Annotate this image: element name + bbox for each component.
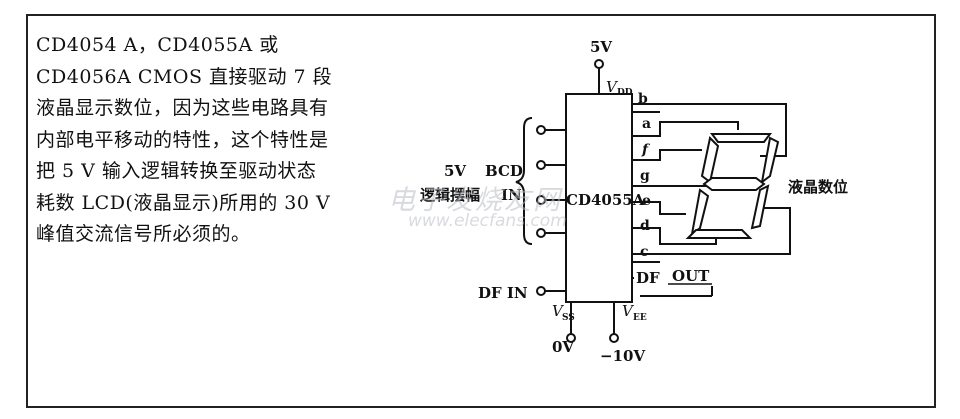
pin-label-a: a [642,116,651,132]
bcd-input-4 [536,228,546,238]
segment-f [700,135,720,184]
paragraph-line: 液晶显示数位，因为这些电路具有 [36,97,329,119]
bcd-5v-label: 5V [444,162,466,180]
wire-c [632,207,791,255]
pin-label-e: e [642,193,651,209]
paragraph-line: CD4054 A，CD4055A 或 [36,34,279,56]
wire-f [632,149,702,161]
segment-b [760,136,780,185]
df-in-label: DF IN [478,284,528,302]
vdd-label: V [606,78,619,96]
segment-d [685,229,753,239]
segment-g [702,177,766,191]
pin-label-b: b [638,91,648,107]
supply-5v-label: 5V [590,38,612,56]
segment-a [710,133,772,143]
bcd-input-2 [536,160,546,170]
logic-swing-label: 逻辑摆幅 [420,186,480,204]
vee-label: V [622,302,635,320]
pin-label-f: f [641,142,651,158]
seven-segment-display [685,133,780,239]
vee-terminal [609,333,619,343]
out-label: OUT [672,267,710,285]
figure-frame [26,14,936,408]
wire-a [632,121,739,137]
segment-c [750,184,770,230]
vee-subscript: EE [633,313,647,323]
bcd-label: BCD [485,162,523,180]
chip-name: CD4055A [566,191,645,209]
paragraph-line: 峰值交流信号所必须的。 [36,223,251,245]
vss-terminal [566,333,576,343]
df-input-terminal [536,286,546,296]
bcd-brace [515,117,533,245]
paragraph-line: 耗数 LCD(液晶显示)所用的 30 V [36,191,331,214]
vdd-subscript: DD [617,88,633,98]
df-label: DF [636,269,660,287]
wire-d [632,227,717,245]
wire-e [632,201,686,215]
vss-subscript: SS [562,313,575,323]
segment-e [690,188,710,237]
paragraph-line: 把 5 V 输入逻辑转换至驱动状态 [36,160,317,182]
paragraph-line: 内部电平移动的特性，这个特性是 [36,128,329,151]
bcd-input-1 [536,125,546,135]
lcd-digit-label: 液晶数位 [788,178,848,196]
vss-label: V [552,302,565,320]
neg-supply-label: −10V [600,347,645,365]
pin-label-c: c [640,244,649,260]
pin-label-g: g [640,168,650,184]
paragraph-line: CD4056A CMOS 直接驱动 7 段 [36,65,333,88]
pin-label-d: d [640,218,650,234]
in-label: IN [501,186,522,204]
description-paragraph: CD4054 A，CD4055A 或 CD4056A CMOS 直接驱动 7 段… [36,30,366,251]
gnd-label: 0V [552,338,574,356]
vdd-terminal [594,59,604,69]
bcd-input-3 [536,195,546,205]
